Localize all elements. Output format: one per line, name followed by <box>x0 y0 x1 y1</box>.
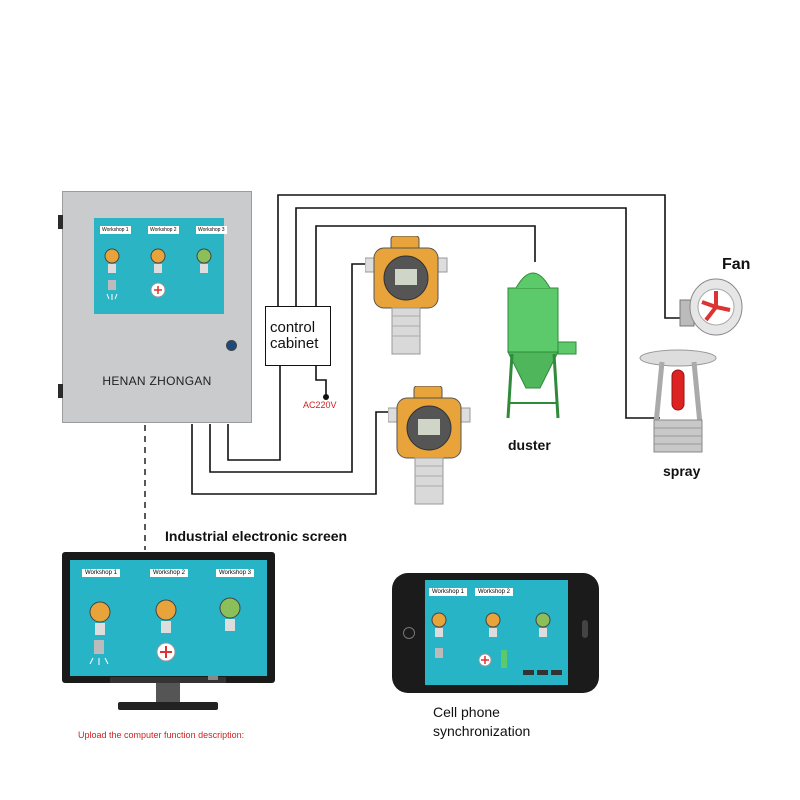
fan-icon <box>679 278 743 336</box>
monitor-workshop-tab[interactable]: Workshop 3 <box>216 569 254 577</box>
detector1-wire <box>227 366 281 461</box>
duster-label: duster <box>508 437 551 453</box>
mini-detector-icon <box>150 248 166 273</box>
duster-wire <box>315 225 536 306</box>
mini-detector-icon <box>219 597 241 631</box>
lock-knob-icon[interactable] <box>226 340 237 351</box>
duster-icon <box>506 272 577 419</box>
panel-screen-icons <box>104 248 212 300</box>
phone-speaker <box>582 620 588 638</box>
phone-screen-icons <box>431 612 562 675</box>
monitor-screen: Workshop 1 Workshop 2 Workshop 3 <box>70 560 267 676</box>
power-label: AC220V <box>303 400 337 410</box>
sprinkler-icon <box>639 349 717 453</box>
monitor-workshop-tab[interactable]: Workshop 2 <box>150 569 188 577</box>
hinge-top <box>58 215 63 229</box>
phone-home-button[interactable] <box>403 627 415 639</box>
gas-detector-2-icon <box>388 386 471 505</box>
mini-spray-icon <box>89 640 109 665</box>
panel-workshop-tab[interactable]: Workshop 2 <box>148 226 179 234</box>
mini-detector-icon <box>104 248 120 273</box>
mini-detector-icon <box>155 599 177 633</box>
detector1-signal <box>209 263 372 473</box>
mini-detector-icon <box>535 612 551 637</box>
mini-detector-icon <box>431 612 447 637</box>
phone-workshop-tab[interactable]: Workshop 1 <box>429 588 467 596</box>
control-cabinet-line2: cabinet <box>270 335 319 352</box>
spray-wire <box>295 207 660 419</box>
ac-wire <box>315 366 327 396</box>
phone-workshop-tab[interactable]: Workshop 2 <box>475 588 513 596</box>
monitor-power-led[interactable] <box>208 676 218 680</box>
control-cabinet: control cabinet <box>265 306 331 366</box>
monitor-base <box>118 702 218 710</box>
panel-workshop-tab[interactable]: Workshop 1 <box>100 226 131 234</box>
monitor-workshop-tab[interactable]: Workshop 1 <box>82 569 120 577</box>
ac-terminal <box>323 394 329 400</box>
phone-label-line1: Cell phone <box>433 704 500 720</box>
mini-spray-icon <box>435 648 443 658</box>
fan-label: Fan <box>722 256 751 273</box>
mini-spray-icon <box>106 280 118 300</box>
mini-fan-icon <box>150 282 166 298</box>
hinge-bottom <box>58 384 63 398</box>
fan-wire <box>277 194 690 319</box>
mini-fan-icon <box>156 642 176 662</box>
monitor-bezel-bottom <box>110 677 226 683</box>
monitor-screen-icons <box>89 597 241 665</box>
mini-duster-icon <box>501 650 507 668</box>
mini-fan-icon <box>478 653 492 667</box>
caption: Upload the computer function description… <box>78 730 245 740</box>
mini-detector-icon <box>89 601 111 635</box>
gas-detector-1-icon <box>365 236 448 355</box>
control-cabinet-line1: control <box>270 319 316 336</box>
detector2-wire <box>191 411 400 495</box>
phone-label-line2: synchronization <box>433 723 531 739</box>
monitor-neck <box>156 683 180 703</box>
panel-workshop-tab[interactable]: Workshop 3 <box>196 226 227 234</box>
phone-screen: Workshop 1 Workshop 2 <box>425 580 568 685</box>
panel-screen: Workshop 1 Workshop 2 Workshop 3 <box>94 218 227 314</box>
screen-title: Industrial electronic screen <box>165 528 348 544</box>
mini-detector-icon <box>196 248 212 273</box>
phone-control-buttons <box>523 670 562 675</box>
phone-label: Cell phone synchronization <box>433 703 530 741</box>
panel-brand: HENAN ZHONGAN <box>102 374 212 388</box>
spray-label: spray <box>663 463 701 479</box>
mini-detector-icon <box>485 612 501 637</box>
